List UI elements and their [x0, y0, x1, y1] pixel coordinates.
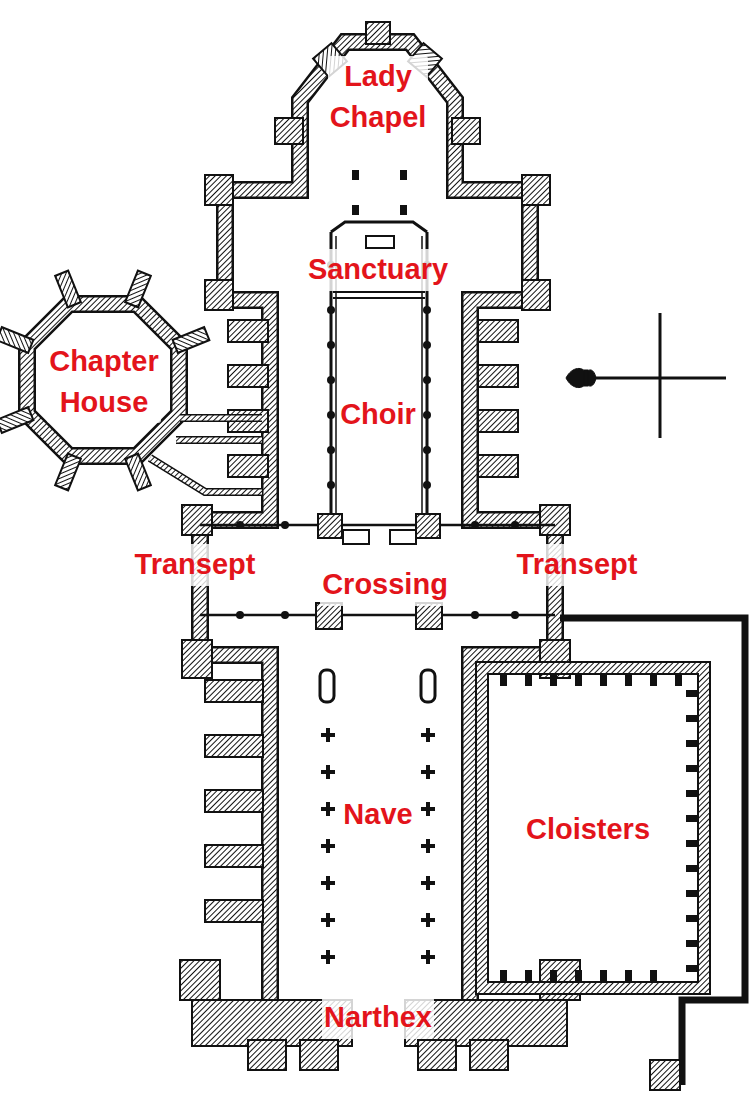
nave-column [421, 913, 435, 927]
nave-column [421, 765, 435, 779]
area-label: Sanctuary [306, 249, 450, 290]
area-label: Nave [341, 794, 414, 835]
nave-column [321, 802, 335, 816]
chapter-house-walls [0, 271, 262, 492]
area-label: Transept [515, 544, 640, 585]
nave-column [421, 950, 435, 964]
nave-column [421, 839, 435, 853]
outer-walls [200, 42, 555, 1000]
west-front [180, 960, 580, 1070]
area-label: Cloisters [524, 809, 652, 850]
area-label: Narthex [322, 997, 434, 1038]
area-label: Crossing [320, 564, 450, 605]
nave-column [321, 950, 335, 964]
cloister-walls [482, 618, 745, 1090]
nave-column [321, 913, 335, 927]
columns [236, 170, 519, 964]
area-label: Lady Chapel [328, 56, 429, 138]
nave-column [321, 765, 335, 779]
nave-column [421, 876, 435, 890]
area-label: Transept [133, 544, 258, 585]
area-label: Choir [338, 394, 418, 435]
compass [566, 313, 726, 438]
area-label: Chapter House [47, 341, 161, 423]
nave-column [421, 802, 435, 816]
nave-column [421, 728, 435, 742]
nave-column [321, 728, 335, 742]
nave-column [321, 876, 335, 890]
buttresses [182, 22, 570, 922]
nave-column [321, 839, 335, 853]
